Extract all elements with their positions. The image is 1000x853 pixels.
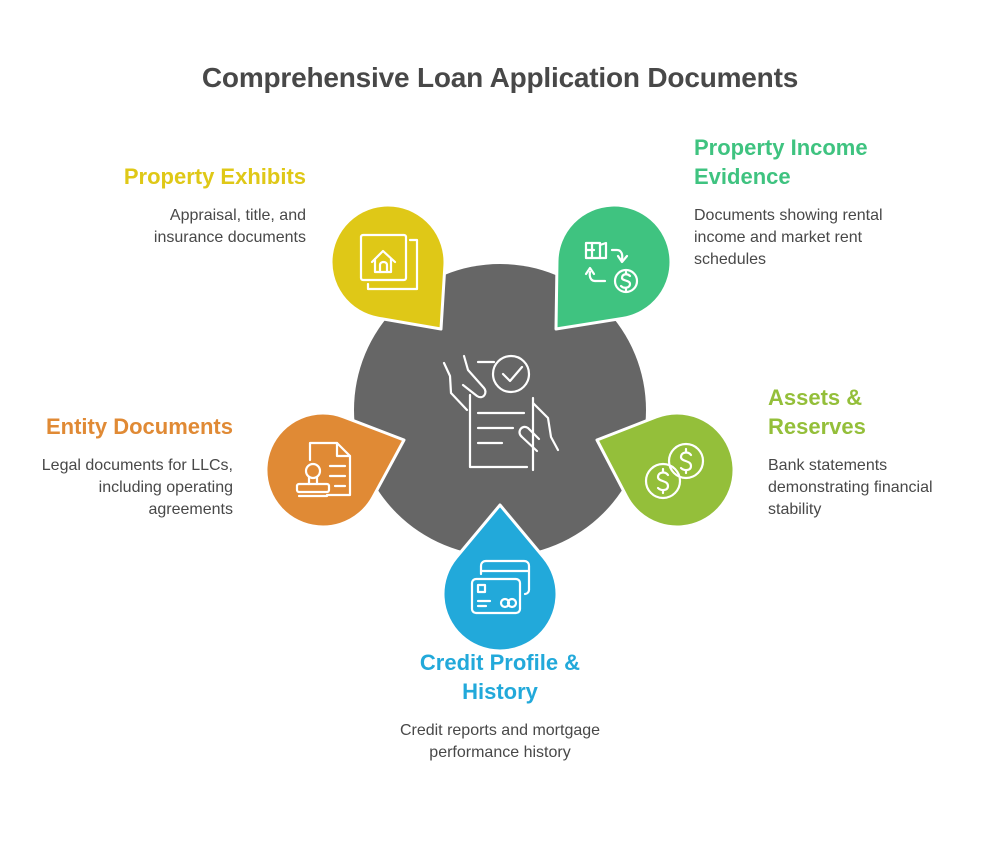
item-heading: Credit Profile & History — [419, 650, 581, 704]
item-entity-documents: Entity Documents Legal documents for LLC… — [30, 412, 233, 521]
item-property-income: Property Income Evidence Documents showi… — [694, 133, 904, 271]
credit-cards-icon — [470, 559, 531, 615]
document-checklist-hands-icon — [442, 354, 560, 472]
house-document-icon — [359, 233, 419, 291]
teardrop-assets-reserves — [595, 411, 736, 529]
item-description: Legal documents for LLCs, including oper… — [41, 457, 233, 518]
item-description: Bank statements demonstrating financial … — [768, 457, 933, 518]
item-description: Appraisal, title, and insurance document… — [153, 207, 306, 246]
money-exchange-icon — [584, 241, 639, 294]
item-description: Credit reports and mortgage performance … — [399, 722, 601, 761]
item-heading: Property Income Evidence — [694, 135, 868, 189]
item-heading: Entity Documents — [45, 414, 233, 439]
item-credit-profile: Credit Profile & History Credit reports … — [398, 648, 602, 764]
item-description: Documents showing rental income and mark… — [694, 207, 883, 268]
item-property-exhibits: Property Exhibits Appraisal, title, and … — [100, 162, 306, 249]
item-heading: Property Exhibits — [123, 164, 306, 189]
teardrop-entity-documents — [264, 411, 406, 529]
teardrop-property-income — [554, 203, 673, 331]
center-circle — [354, 264, 646, 556]
item-assets-reserves: Assets & Reserves Bank statements demons… — [768, 383, 933, 521]
stamp-document-icon — [295, 441, 352, 498]
diagram-title: Comprehensive Loan Application Documents — [201, 62, 799, 93]
item-heading: Assets & Reserves — [768, 385, 866, 439]
coins-icon — [644, 442, 705, 500]
